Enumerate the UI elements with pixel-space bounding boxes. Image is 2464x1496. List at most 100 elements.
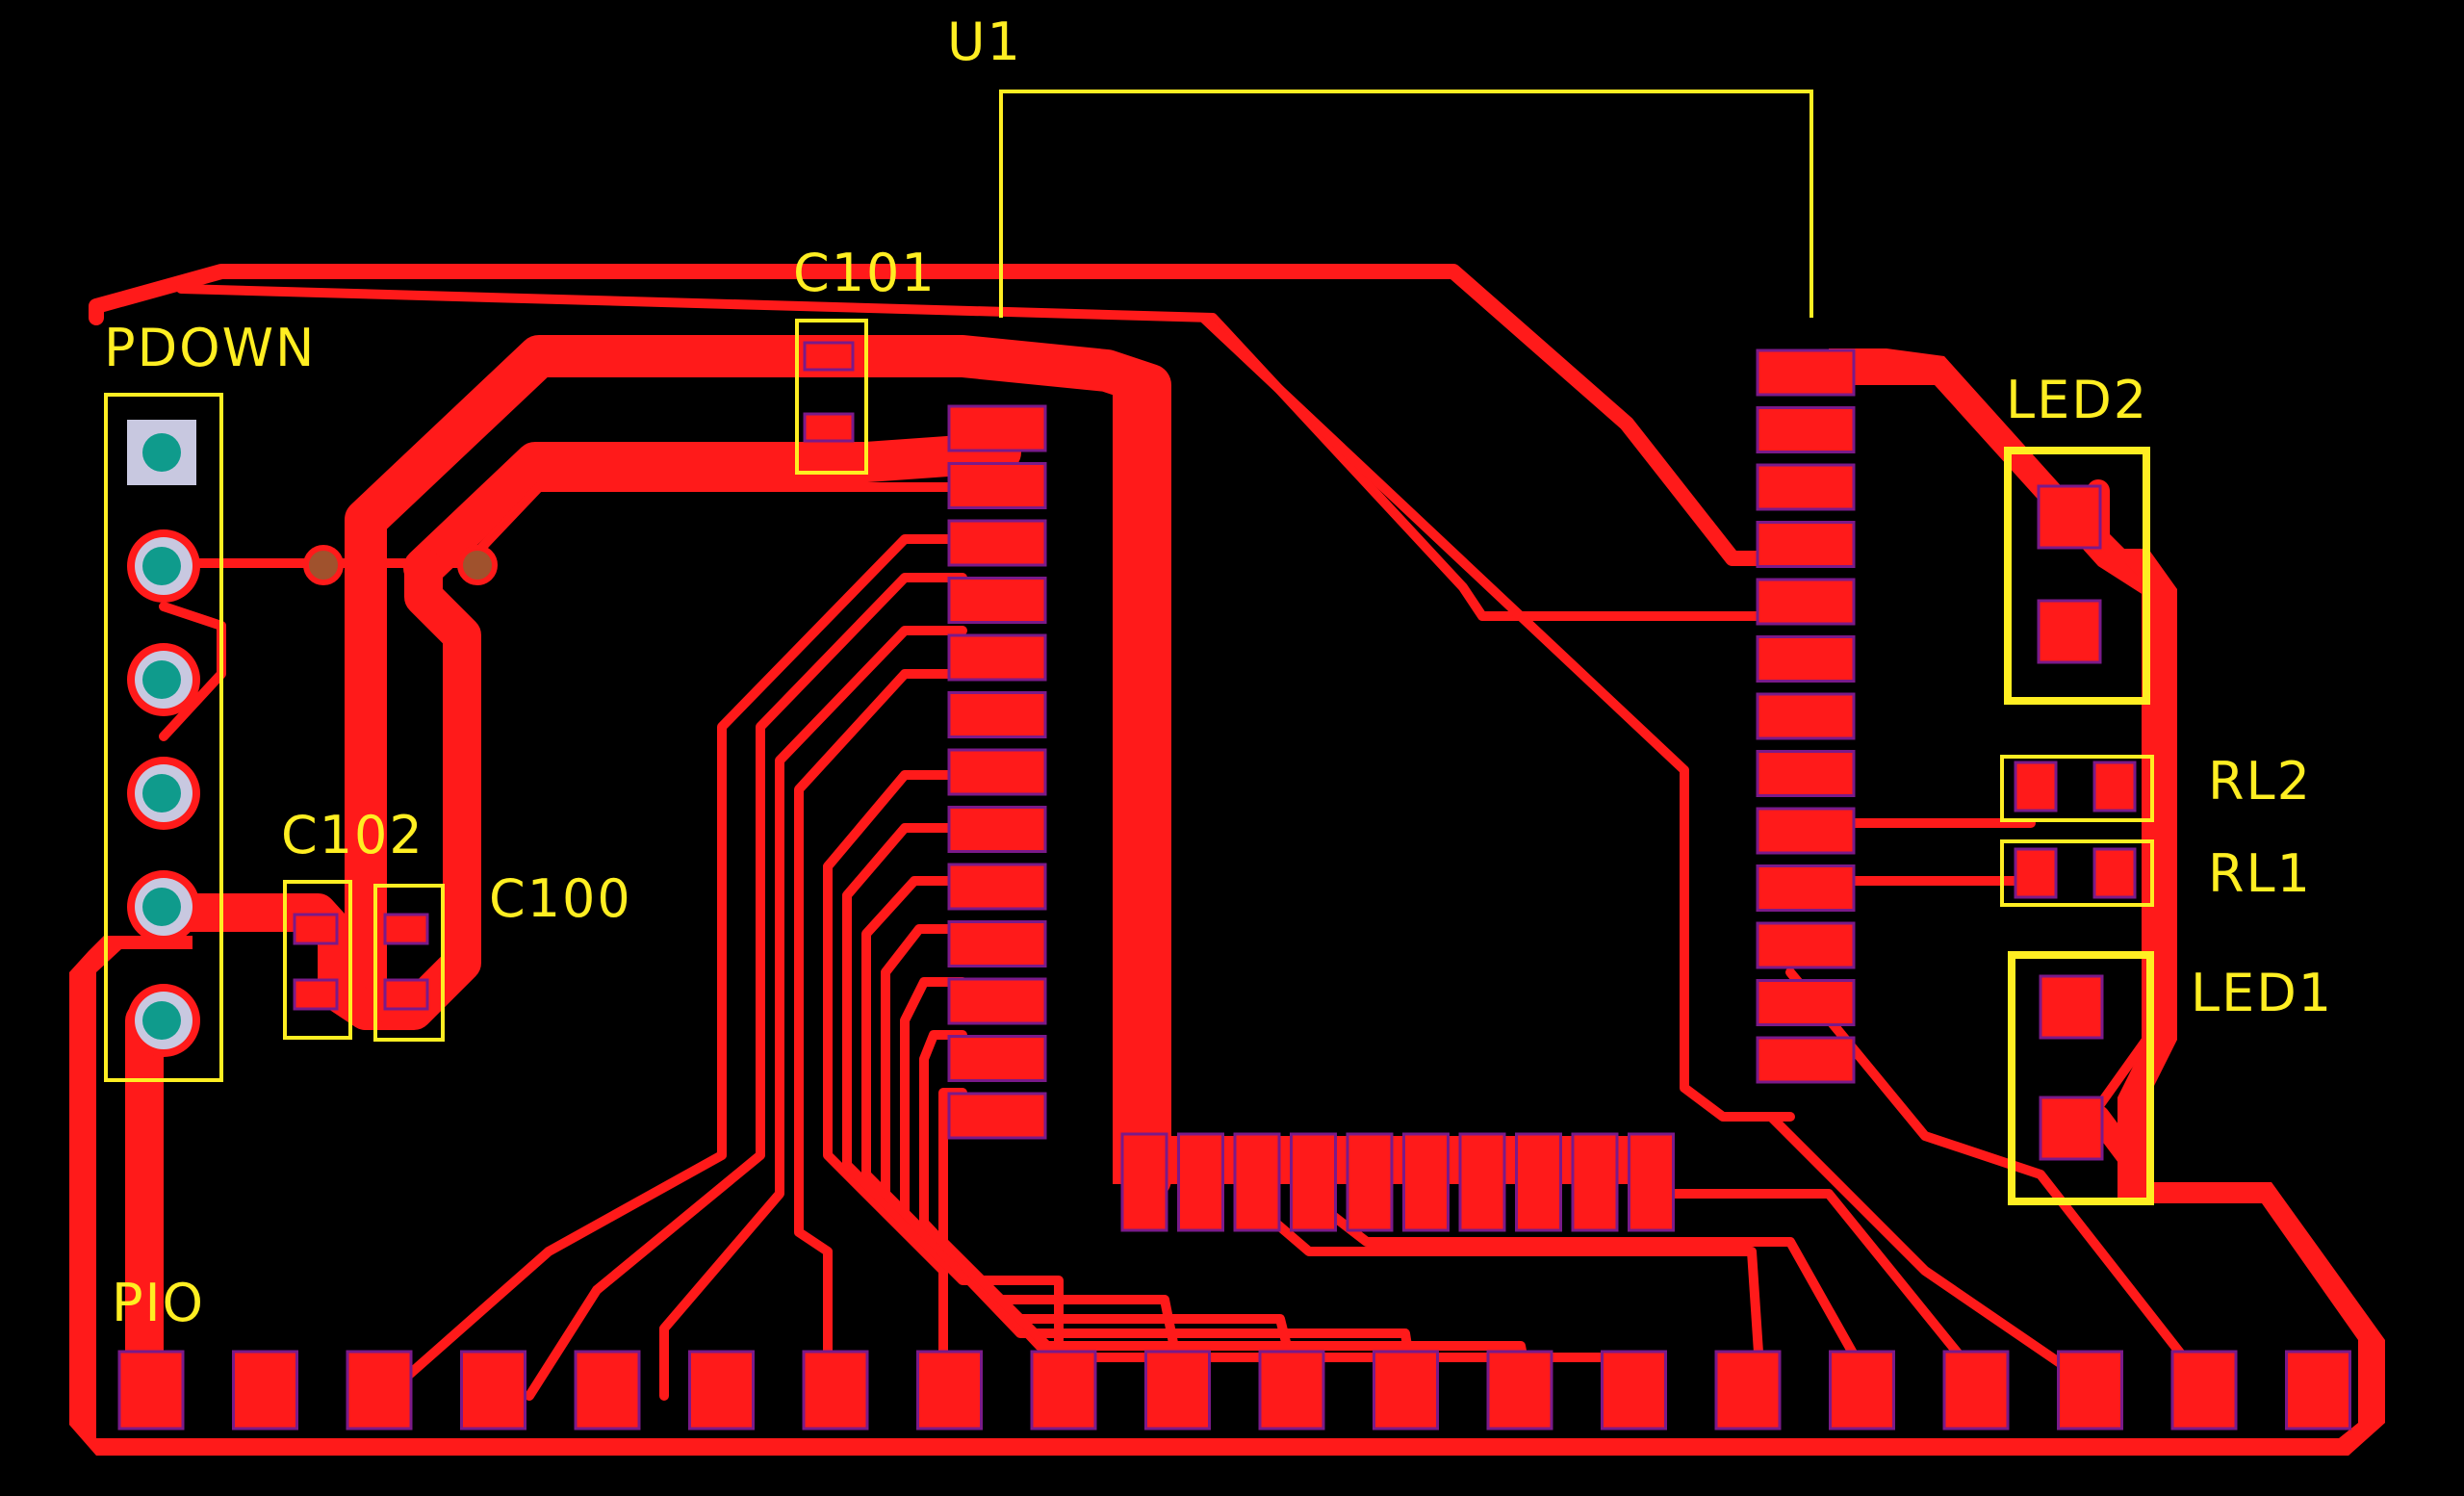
u1-left-pad <box>947 691 1047 738</box>
pdown-pin <box>127 984 200 1057</box>
c102-pad-top <box>293 913 339 945</box>
u1-outline <box>999 90 1813 318</box>
pio-pad <box>117 1350 185 1431</box>
u1-right-pad <box>1756 979 1856 1026</box>
rl1-pad-left <box>2014 847 2058 899</box>
pio-pad <box>1601 1350 1667 1431</box>
pdown-pin <box>127 529 200 603</box>
u1-bottom-pad <box>1571 1132 1619 1232</box>
c101-outline <box>795 319 868 475</box>
c101-pad-bottom <box>803 412 855 443</box>
u1-right-pad <box>1756 864 1856 912</box>
led2-pad-cathode <box>2037 599 2102 664</box>
led1-pad-cathode <box>2039 1096 2104 1161</box>
rl2-pad-right <box>2092 761 2137 812</box>
via-1 <box>303 545 344 585</box>
rl2-label: RL2 <box>2208 751 2312 812</box>
pio-pad <box>1829 1350 1895 1431</box>
pdown-pin <box>127 643 200 716</box>
pdown-pin <box>127 420 196 485</box>
led2-pad-anode <box>2037 484 2102 550</box>
copper-traces <box>89 264 2219 1401</box>
pio-label: PIO <box>112 1273 205 1333</box>
pio-pad <box>1714 1350 1782 1431</box>
c100-pad-bottom <box>383 978 429 1011</box>
u1-right-pad <box>1756 578 1856 626</box>
u1-right-pad <box>1756 750 1856 797</box>
u1-left-pad <box>947 462 1047 509</box>
pio-pad <box>1144 1350 1211 1431</box>
u1-bottom-pad <box>1628 1132 1675 1232</box>
u1-bottom-pad <box>1458 1132 1506 1232</box>
u1-right-pad <box>1756 921 1856 969</box>
u1-left-pad <box>947 404 1047 452</box>
u1-right-pad <box>1756 521 1856 568</box>
c100-outline <box>373 884 445 1042</box>
pio-pad <box>346 1350 413 1431</box>
u1-right-pad <box>1756 807 1856 855</box>
pdown-label: PDOWN <box>104 318 316 378</box>
u1-left-pad <box>947 863 1047 911</box>
pio-pad <box>2057 1350 2123 1431</box>
pio-pad <box>232 1350 298 1431</box>
led2-outline <box>2004 447 2150 705</box>
c101-pad-top <box>803 341 855 372</box>
pio-pad <box>1373 1350 1439 1431</box>
u1-right-pad <box>1756 406 1856 453</box>
u1-right-pad <box>1756 463 1856 511</box>
pdown-pin <box>127 757 200 830</box>
u1-left-pad <box>947 1092 1047 1140</box>
rl1-outline <box>2000 839 2154 907</box>
pio-pad-row <box>117 1350 2351 1431</box>
u1-left-pad <box>947 748 1047 796</box>
u1-left-pad <box>947 977 1047 1025</box>
u1-bottom-pad <box>1120 1132 1168 1232</box>
u1-right-pad <box>1756 348 1856 397</box>
rl2-pad-left <box>2014 761 2058 812</box>
led2-label: LED2 <box>2006 370 2148 430</box>
u1-left-pad <box>947 920 1047 967</box>
rl1-pad-right <box>2092 847 2137 899</box>
u1-left-pad <box>947 806 1047 853</box>
u1-left-pad <box>947 519 1047 567</box>
u1-bottom-pad <box>1346 1132 1394 1232</box>
c102-label: C102 <box>281 805 424 865</box>
u1-left-pad <box>947 577 1047 624</box>
silkscreen <box>104 90 2154 1205</box>
u1-bottom-pad <box>1515 1132 1562 1232</box>
pio-pad <box>1030 1350 1097 1431</box>
pio-pad <box>1486 1350 1553 1431</box>
pdown-outline <box>104 393 223 1082</box>
u1-bottom-pad <box>1402 1132 1450 1232</box>
pdown-pin <box>127 870 200 943</box>
u1-bottom-pad-row <box>1120 1132 1675 1232</box>
c101-label: C101 <box>793 243 937 303</box>
led1-label: LED1 <box>2191 963 2333 1023</box>
c102-pad-bottom <box>293 978 339 1011</box>
pdown-header-pins <box>127 420 200 1057</box>
pio-pad <box>916 1350 983 1431</box>
pio-pad <box>688 1350 755 1431</box>
c100-pad-top <box>383 913 429 945</box>
pio-pad <box>2170 1350 2238 1431</box>
pio-pad <box>2285 1350 2351 1431</box>
rl2-outline <box>2000 755 2154 822</box>
passive-pads <box>293 341 2137 1161</box>
designators: U1 C101 PDOWN C102 C100 LED2 RL2 RL1 LED… <box>104 12 2333 1333</box>
pio-pad <box>802 1350 869 1431</box>
u1-right-pad-row <box>1756 348 1856 1084</box>
u1-bottom-pad <box>1233 1132 1281 1232</box>
u1-bottom-pad <box>1177 1132 1224 1232</box>
c100-label: C100 <box>489 868 632 929</box>
u1-label: U1 <box>947 12 1022 72</box>
pio-pad <box>574 1350 641 1431</box>
u1-left-pad <box>947 633 1047 682</box>
u1-right-pad <box>1756 1036 1856 1084</box>
u1-bottom-pad <box>1290 1132 1337 1232</box>
led1-pad-anode <box>2039 974 2104 1040</box>
u1-right-pad <box>1756 635 1856 683</box>
u1-right-pad <box>1756 692 1856 740</box>
u1-left-pad <box>947 1035 1047 1082</box>
